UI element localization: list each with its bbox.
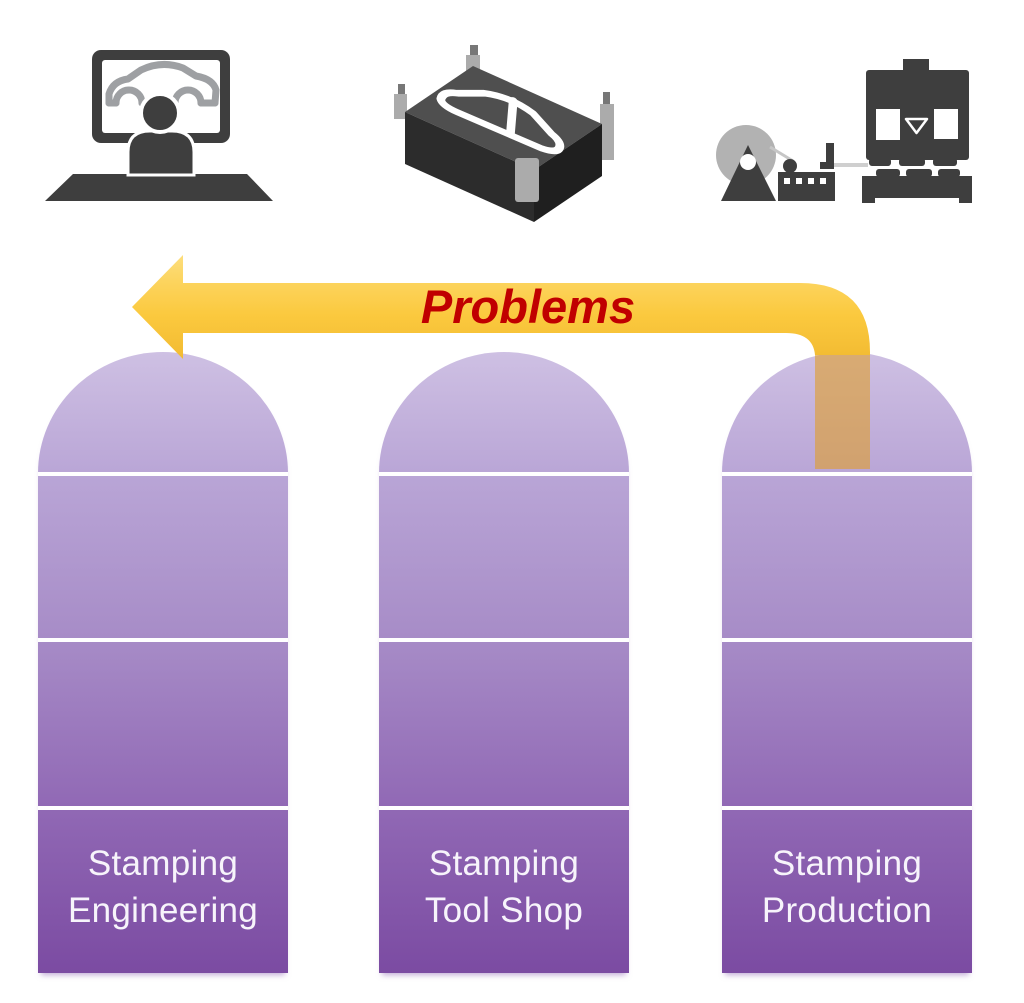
feed-roller (783, 159, 797, 173)
silo-label-line: Stamping (428, 844, 580, 883)
press-foot-left (862, 196, 875, 203)
silo-label-line: Engineering (67, 891, 259, 930)
silo-separator (38, 472, 288, 476)
press-window-right (934, 109, 958, 139)
person-head (139, 92, 181, 134)
car-panel-outline (436, 89, 565, 155)
stamping-press-icon (716, 59, 972, 203)
press-body (866, 70, 969, 160)
silo-separator (38, 638, 288, 642)
coil-roll (716, 125, 776, 185)
problems-arrow (132, 255, 870, 359)
press-window-left (876, 109, 900, 140)
silo-label-line: Stamping (771, 844, 923, 883)
die-left-side (405, 112, 534, 222)
silo-stamping-tool-shop: Stamping Tool Shop (379, 352, 629, 973)
silo-stamping-engineering: Stamping Engineering (38, 352, 288, 973)
die-guide-pins-back (394, 45, 614, 160)
coil-stand (721, 145, 776, 201)
silo-label-line: Tool Shop (424, 891, 584, 930)
silo-label-line: Production (761, 891, 933, 930)
press-base (862, 176, 972, 198)
silo-separator (722, 638, 972, 642)
stamping-die-icon (394, 45, 614, 222)
silo-separator (379, 806, 629, 810)
sheet-strip (834, 163, 868, 167)
monitor-frame (92, 50, 230, 143)
problems-label: Problems (421, 280, 635, 333)
silo-label-stamping-tool-shop: Stamping Tool Shop (379, 840, 629, 934)
press-ram-pointer (904, 117, 929, 135)
silo-stamping-production: Stamping Production (722, 352, 972, 973)
silo-separator (379, 472, 629, 476)
person-body (126, 129, 196, 177)
silo-label-stamping-engineering: Stamping Engineering (38, 840, 288, 934)
silo-separator (722, 472, 972, 476)
engineering-workstation-icon (45, 50, 273, 201)
silo-separator (722, 806, 972, 810)
feeder-arm (820, 143, 834, 169)
coil-stand-hole (740, 154, 756, 170)
press-foot-right (959, 196, 972, 203)
desk-shape (45, 174, 273, 201)
silo-separator (38, 806, 288, 810)
silo-label-stamping-production: Stamping Production (722, 840, 972, 934)
feeder-box (778, 172, 835, 201)
die-right-side (534, 124, 602, 222)
feeder-ticks (784, 178, 826, 184)
car-sketch (105, 61, 220, 107)
feed-sheet-line (769, 145, 794, 163)
silo-separator (379, 638, 629, 642)
die-guide-pin-front (515, 158, 539, 202)
press-wave-teeth (869, 158, 960, 177)
die-top-face (405, 66, 602, 170)
monitor-screen (102, 60, 220, 133)
silo-label-line: Stamping (87, 844, 239, 883)
press-crown-tab (903, 59, 929, 71)
